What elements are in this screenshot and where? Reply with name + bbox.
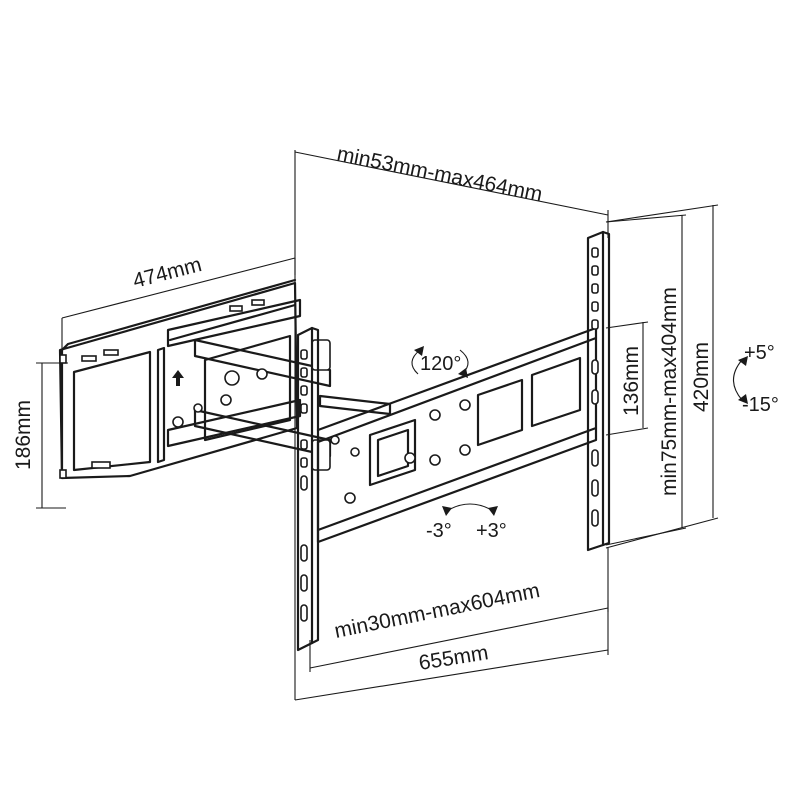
spacing-bottom-tick <box>605 527 687 546</box>
bottom-spacing-label: min30mm-max604mm <box>332 579 541 643</box>
tilt-down-arrow-icon <box>738 394 748 404</box>
wall-plate-flange <box>60 278 297 480</box>
wall-plate-slot <box>156 346 166 464</box>
right-bracket-holes <box>591 247 599 527</box>
plate-hole-7 <box>404 452 416 464</box>
swivel-arrow-left-icon <box>414 346 424 356</box>
angle-arrows <box>411 346 748 516</box>
plate-window-1-inner <box>376 428 410 478</box>
plate-window-1 <box>368 418 417 487</box>
lower-arm-link <box>193 408 332 458</box>
tilt-up-arrow-icon <box>738 356 748 366</box>
rotate-left-label: -3° <box>426 520 452 542</box>
inner-bottom-tick <box>605 427 649 436</box>
plate-slot-5 <box>251 299 265 306</box>
plate-hole-1 <box>429 409 441 421</box>
tilt-up-label: +5° <box>744 342 775 364</box>
arm-hole-2 <box>256 368 268 380</box>
arm-bracket <box>203 334 292 442</box>
cross-plate-bottom-flange <box>316 426 598 544</box>
left-tv-bracket <box>296 326 320 652</box>
rotate-right-label: +3° <box>476 520 507 542</box>
tilt-down-label: -15° <box>742 394 779 416</box>
up-arrow-icon <box>172 370 184 386</box>
upper-arm-link <box>193 338 332 388</box>
swivel-arc-left <box>411 349 421 375</box>
plate-width-label: 474mm <box>130 253 204 293</box>
swivel-label: 120° <box>420 353 461 375</box>
plate-hole-3 <box>429 454 441 466</box>
overall-width-label: 655mm <box>417 641 490 675</box>
wall-plate-cutout-left <box>72 350 152 472</box>
dimension-lines <box>36 150 719 701</box>
lower-arm <box>166 398 302 448</box>
plate-hole-4 <box>459 444 471 456</box>
rotate-arc <box>444 503 496 513</box>
inner-top-tick <box>605 321 649 329</box>
overall-height-label: 420mm <box>690 342 713 412</box>
plate-window-2 <box>476 378 524 447</box>
plate-hole-8 <box>344 492 356 504</box>
angle-labels: 120° +5° -15° -3° +3° <box>420 342 779 542</box>
arm-hole-1 <box>224 370 240 386</box>
cross-plate-top-flange <box>316 326 598 432</box>
arm-hole-5 <box>172 416 184 428</box>
top-extension-label: min53mm-max464mm <box>335 142 544 206</box>
right-tv-bracket <box>586 230 611 552</box>
hinge-block-bottom <box>311 439 331 471</box>
tilt-arc <box>732 359 743 401</box>
arm-hole-4 <box>193 403 203 413</box>
swivel-arms <box>166 298 392 471</box>
inner-height-label: 136mm <box>620 346 643 416</box>
right-bracket-side <box>601 230 611 547</box>
plate-height-label: 186mm <box>12 400 35 470</box>
plate-slot-3 <box>91 461 111 469</box>
bottom-spacing-line <box>309 607 609 669</box>
upper-arm-top <box>166 298 302 348</box>
top-dimension-line <box>294 151 609 216</box>
plate-width-line <box>61 257 296 319</box>
left-bracket-holes <box>300 349 308 622</box>
plate-inner-edge <box>168 303 297 342</box>
plate-hole-2 <box>459 399 471 411</box>
wall-plate <box>58 278 299 480</box>
rotate-right-arrow-icon <box>488 506 498 516</box>
arm-hole-3 <box>220 394 232 406</box>
swivel-arrow-right-icon <box>458 368 468 378</box>
rotate-left-arrow-icon <box>442 506 452 516</box>
height-top-tick <box>605 204 719 223</box>
hinge-block-top <box>311 339 331 371</box>
overall-width-line <box>294 649 609 701</box>
plate-notch-2 <box>59 469 67 479</box>
plate-hole-5 <box>330 435 340 445</box>
plate-slot-1 <box>81 355 97 362</box>
arm-extension <box>318 394 392 416</box>
plate-hole-6 <box>350 447 360 457</box>
vertical-spacing-label: min75mm-max404mm <box>658 287 681 496</box>
plate-window-3 <box>530 356 582 428</box>
plate-notch-1 <box>59 354 67 364</box>
spacing-top-tick <box>605 214 687 223</box>
plate-slot-2 <box>103 349 119 356</box>
plate-slot-4 <box>229 305 243 312</box>
